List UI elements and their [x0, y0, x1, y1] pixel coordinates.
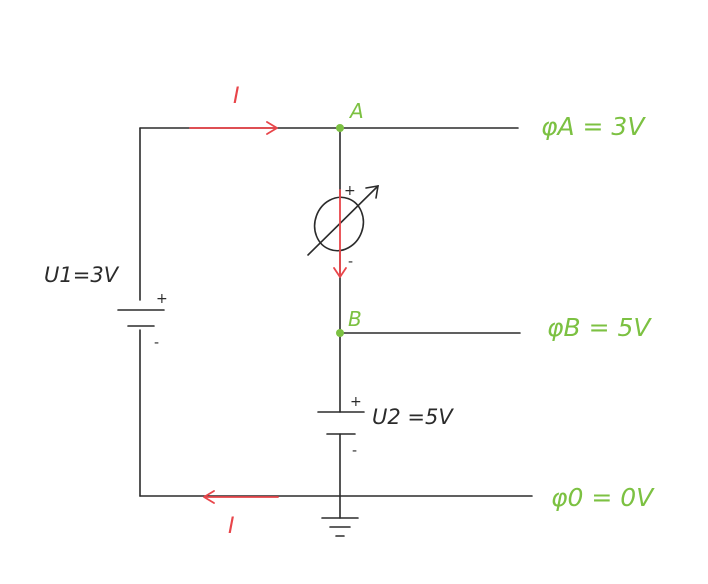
source-u1-minus: -	[154, 335, 159, 351]
node-a-dot	[336, 124, 344, 132]
potential-b-label: φB = 5V	[547, 313, 652, 342]
meter-minus: -	[348, 254, 353, 270]
meter-arrow-head	[365, 185, 379, 199]
source-u1: + - U1=3V	[44, 263, 168, 351]
bottom-current-arrowhead	[203, 490, 215, 504]
ground-symbol	[321, 517, 359, 537]
meter-plus: +	[344, 183, 356, 199]
top-current-arrowhead	[266, 121, 278, 135]
source-u2-label: U2 =5V	[372, 405, 454, 429]
node-b-label: B	[348, 307, 362, 331]
node-a-label: A	[348, 99, 364, 123]
potential-a-label: φA = 3V	[541, 112, 646, 141]
meter: + -	[307, 183, 379, 278]
meter-circle	[313, 196, 365, 252]
source-u2: + - U2 =5V	[317, 394, 454, 459]
potential-ground-label: φ0 = 0V	[551, 483, 655, 512]
node-b-dot	[336, 329, 344, 337]
nodes: A B	[336, 99, 364, 337]
potential-labels: φA = 3V φB = 5V φ0 = 0V	[541, 112, 655, 512]
source-u2-plus: +	[350, 394, 362, 410]
meter-arrow-line	[307, 185, 379, 256]
top-current-label: I	[233, 84, 240, 109]
wires	[139, 127, 533, 519]
bottom-current-label: I	[228, 514, 235, 539]
source-u1-plus: +	[156, 291, 168, 307]
meter-current-arrowhead	[333, 267, 347, 278]
source-u1-label: U1=3V	[44, 263, 120, 287]
current-arrows: I I	[189, 84, 279, 539]
source-u2-minus: -	[352, 443, 357, 459]
